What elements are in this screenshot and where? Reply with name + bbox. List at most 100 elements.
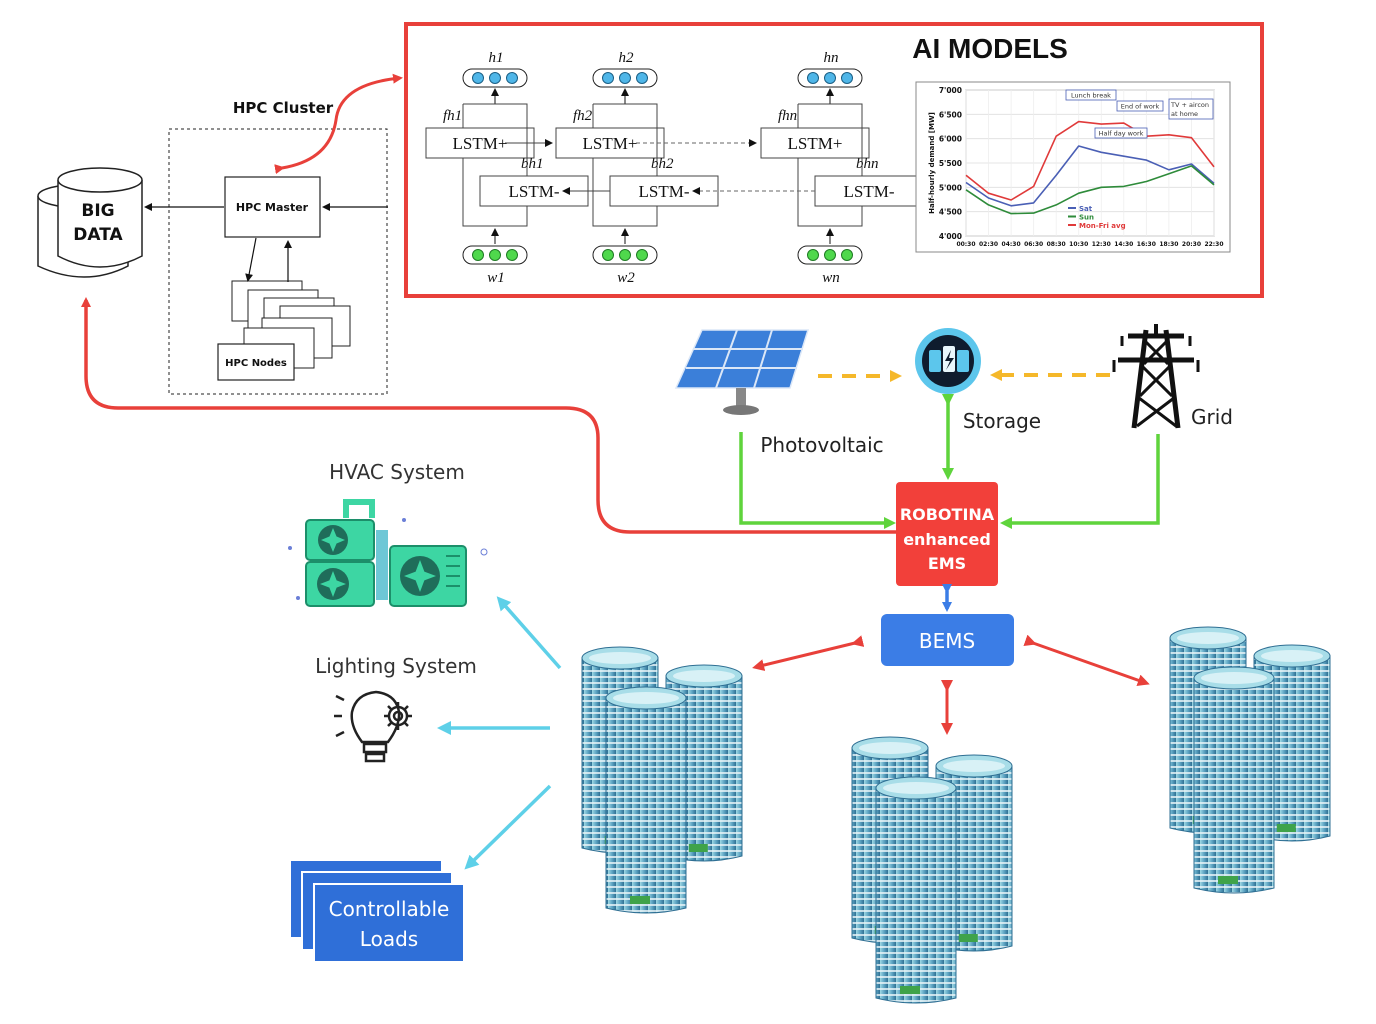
building-clusters <box>581 626 1331 1004</box>
chart-legend-label: Sat <box>1079 205 1093 213</box>
loads-label-2: Loads <box>360 927 418 951</box>
big-data-storage: BIG DATA <box>37 167 143 278</box>
ems-label-2: enhanced <box>903 530 991 549</box>
chart-y-tick-label: 5'000 <box>939 183 962 192</box>
storage-label: Storage <box>963 409 1041 433</box>
input-unit <box>636 249 648 261</box>
chart-x-tick-label: 02:30 <box>979 241 998 248</box>
chart-x-tick-label: 18:30 <box>1159 241 1178 248</box>
chart-series-line <box>965 165 1215 215</box>
tower-greenery <box>1218 876 1238 884</box>
input-unit <box>824 249 836 261</box>
tower-body <box>875 787 957 1004</box>
output-unit <box>824 72 836 84</box>
connector-line <box>798 103 863 176</box>
output-unit <box>602 72 614 84</box>
output-unit <box>619 72 631 84</box>
solar-panel-icon <box>674 329 810 415</box>
chart-annotation-label: Half day work <box>1099 130 1144 138</box>
input-unit <box>472 249 484 261</box>
grid-label: Grid <box>1191 405 1233 429</box>
output-unit <box>472 72 484 84</box>
chart-series-line <box>965 120 1215 201</box>
output-unit <box>506 72 518 84</box>
chart-y-tick-label: 7'000 <box>939 86 962 95</box>
input-unit <box>506 249 518 261</box>
connector-line <box>592 158 658 227</box>
chart-y-tick-label: 6'500 <box>939 110 962 119</box>
lstm-forward-label: LSTM+ <box>788 134 843 153</box>
output-unit <box>636 72 648 84</box>
chart-y-tick-label: 6'000 <box>939 135 962 144</box>
lstm-backward-label: LSTM- <box>639 182 690 201</box>
connector-line <box>463 103 528 176</box>
tower-roof-inner <box>1261 650 1323 662</box>
chart-x-tick-label: 22:30 <box>1204 241 1223 248</box>
battery-storage-icon <box>915 328 981 394</box>
chart-annotation-box <box>1168 98 1214 120</box>
hpc-cluster-label: HPC Cluster <box>233 99 334 117</box>
tower <box>875 776 957 1004</box>
bems-left-building-arrow <box>752 635 865 671</box>
connector-line <box>593 103 658 176</box>
lstm-backward-label: LSTM- <box>844 182 895 201</box>
forward-hidden-label: fh2 <box>573 108 593 124</box>
tower-roof-inner <box>673 670 735 682</box>
tower-roof-inner <box>943 760 1005 772</box>
chart-y-tick-label: 4'500 <box>939 208 962 217</box>
ems-label-3: EMS <box>928 554 966 573</box>
hvac-icon <box>288 499 488 607</box>
input-unit <box>807 249 819 261</box>
hpc-nodes-stack: HPC Nodes <box>217 280 351 381</box>
big-data-label-1: BIG <box>81 201 114 221</box>
hvac-label: HVAC System <box>329 460 465 484</box>
forward-hidden-label: fhn <box>778 108 797 124</box>
lstm-forward-box <box>760 127 870 159</box>
ems-label-1: ROBOTINA <box>900 505 995 524</box>
chart-x-tick-label: 14:30 <box>1114 241 1133 248</box>
forward-hidden-label: fh1 <box>443 108 462 124</box>
big-data-label-2: DATA <box>73 225 123 245</box>
tower-roof-inner <box>1201 672 1267 684</box>
lighting-label: Lighting System <box>315 654 477 678</box>
tower-roof-inner <box>859 742 921 754</box>
chart-x-tick-label: 10:30 <box>1069 241 1088 248</box>
lstm-output-label: hn <box>824 50 839 66</box>
bilstm-network: h1LSTM+LSTM-fh1bh1w1h2LSTM+LSTM-fh2bh2w2… <box>425 50 924 286</box>
chart-y-tick-label: 4'000 <box>939 232 962 241</box>
grid-to-ems-arrow <box>1000 434 1160 529</box>
building-to-loads-arrow <box>464 784 552 870</box>
chart-x-tick-label: 06:30 <box>1024 241 1043 248</box>
hpc-ai-link-arrow <box>274 73 403 175</box>
input-unit <box>841 249 853 261</box>
lstm-output-label: h2 <box>619 50 635 66</box>
loads-label-1: Controllable <box>329 897 450 921</box>
tower-greenery <box>1276 824 1296 832</box>
bems-right-building-arrow <box>1023 634 1150 686</box>
photovoltaic-label: Photovoltaic <box>760 433 883 457</box>
building-to-hvac-arrow <box>496 596 562 670</box>
tower-roof-inner <box>1177 632 1239 644</box>
chart-legend-label: Mon-Fri avg <box>1079 222 1126 230</box>
tower-roof-inner <box>613 692 679 704</box>
hpc-master-box <box>224 176 321 238</box>
output-unit <box>807 72 819 84</box>
bems-box: BEMS <box>881 614 1014 666</box>
backward-hidden-label: bh2 <box>651 156 674 172</box>
lstm-output-label: h1 <box>489 50 504 66</box>
tower-roof-inner <box>883 782 949 794</box>
tower-roof-inner <box>589 652 651 664</box>
input-unit <box>489 249 501 261</box>
connector-line <box>462 158 528 227</box>
chart-annotation-box <box>1094 127 1148 139</box>
lstm-forward-label: LSTM+ <box>453 134 508 153</box>
chart-y-tick-label: 5'500 <box>939 159 962 168</box>
chart-y-axis-label: Half-hourly demand [MW] <box>928 112 936 214</box>
chart-annotation-label: End of work <box>1121 103 1160 111</box>
chart-annotation-box <box>1116 100 1164 112</box>
bigdata-ems-link-arrow <box>81 297 902 537</box>
lstm-input-label: w2 <box>617 270 635 286</box>
chart-x-tick-label: 08:30 <box>1047 241 1066 248</box>
tower-body <box>605 697 687 914</box>
lstm-backward-label: LSTM- <box>509 182 560 201</box>
